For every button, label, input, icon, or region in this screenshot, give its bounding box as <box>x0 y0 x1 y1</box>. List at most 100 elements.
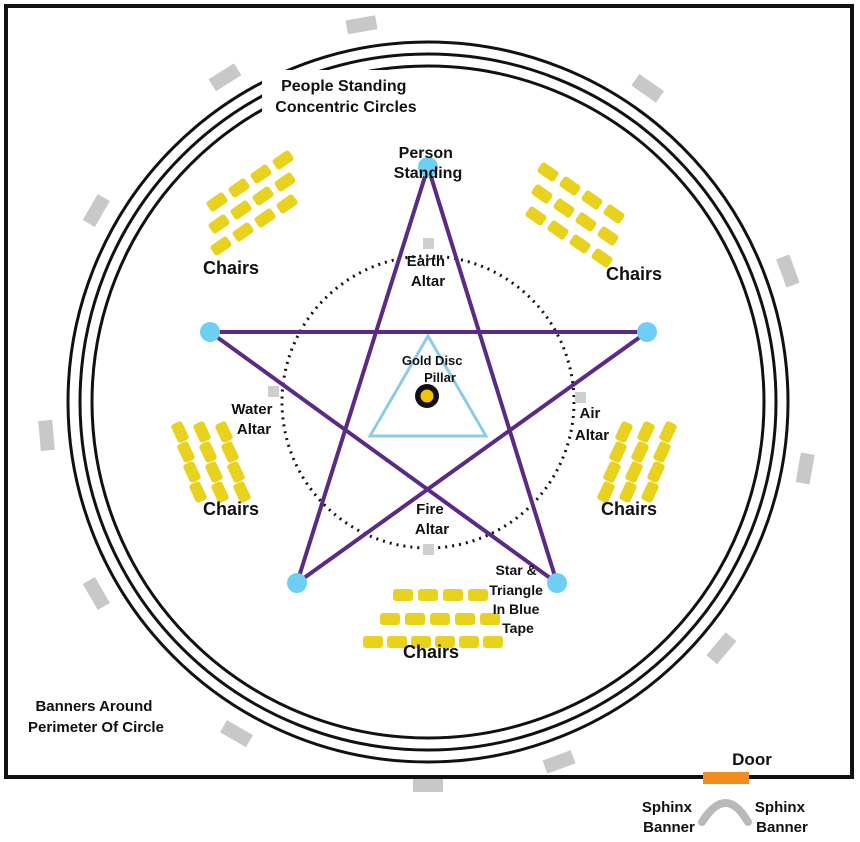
chair <box>230 200 252 220</box>
chair <box>619 481 637 503</box>
perimeter-banner <box>220 720 253 748</box>
perimeter-banner <box>413 778 443 792</box>
star-point-right <box>637 322 657 342</box>
perimeter-banner <box>345 15 378 35</box>
sphinx-banner-arch <box>698 799 752 826</box>
chair <box>232 222 254 242</box>
perimeter-banner <box>38 419 55 451</box>
perimeter-banner <box>542 750 576 774</box>
perimeter-banner <box>795 452 815 485</box>
chair <box>468 589 488 601</box>
chair <box>641 481 659 503</box>
chair <box>221 441 239 463</box>
chair <box>228 178 250 198</box>
chair <box>274 172 296 192</box>
chair <box>405 613 425 625</box>
star-point-top <box>418 157 438 177</box>
chair <box>435 636 455 648</box>
sphinx-banner-right-label: Sphinx Banner <box>755 799 809 836</box>
chair <box>171 421 189 443</box>
chair <box>483 636 503 648</box>
chairs-label-left: Chairs <box>203 499 259 519</box>
chair <box>575 212 597 232</box>
gold-disc-pillar-label: Gold Disc Pillar <box>402 353 466 385</box>
chair <box>659 421 677 443</box>
chair <box>215 421 233 443</box>
chair <box>211 481 229 503</box>
chair <box>183 461 201 483</box>
banners-label: Banners Around Perimeter Of Circle <box>28 698 164 736</box>
chair <box>380 613 400 625</box>
perimeter-banner <box>208 63 242 92</box>
chair <box>430 613 450 625</box>
chairs-label-bottom: Chairs <box>403 642 459 662</box>
perimeter-banner <box>82 194 110 227</box>
chair <box>597 226 619 246</box>
chair <box>525 206 547 226</box>
sphinx-banner-left-label: Sphinx Banner <box>642 799 696 836</box>
chair <box>559 176 581 196</box>
altar-dotted-circle <box>280 254 576 550</box>
chair <box>603 204 625 224</box>
chair <box>597 481 615 503</box>
chairs-label-top-left: Chairs <box>203 258 259 278</box>
chair <box>443 589 463 601</box>
label-backdrop <box>262 70 430 122</box>
earth-altar-marker <box>423 238 434 249</box>
people-standing-label: People Standing Concentric Circles <box>275 78 416 116</box>
middle-standing-circle <box>78 52 778 752</box>
chair <box>210 236 232 256</box>
gold-disc <box>420 389 434 403</box>
chair <box>625 461 643 483</box>
chairs-label-top-right: Chairs <box>606 264 662 284</box>
chair <box>206 192 228 212</box>
chairs-label-right: Chairs <box>601 499 657 519</box>
chair <box>363 636 383 648</box>
perimeter-banner <box>631 73 665 103</box>
person-standing-label: Person Standing <box>394 145 462 182</box>
fire-altar-label: Fire Altar <box>415 501 449 538</box>
chair <box>205 461 223 483</box>
door <box>703 772 749 784</box>
earth-altar-label: Earth Altar <box>407 253 450 290</box>
water-altar-marker <box>268 386 279 397</box>
chair <box>531 184 553 204</box>
chair <box>653 441 671 463</box>
room-frame <box>4 4 854 779</box>
chair <box>233 481 251 503</box>
chair <box>547 220 569 240</box>
chair <box>208 214 230 234</box>
star-point-bottom-left <box>287 573 307 593</box>
chair <box>252 186 274 206</box>
chair-groups <box>171 150 677 648</box>
chair <box>581 190 603 210</box>
perimeter-banner <box>706 632 737 665</box>
chair <box>603 461 621 483</box>
chair <box>637 421 655 443</box>
chair <box>254 208 276 228</box>
chair <box>631 441 649 463</box>
perimeter-banner <box>82 577 110 610</box>
star-triangle-label: Star & Triangle In Blue Tape <box>489 562 547 636</box>
chair <box>609 441 627 463</box>
air-altar-marker <box>575 392 586 403</box>
chair <box>276 194 298 214</box>
air-altar-label: Air Altar <box>575 405 609 444</box>
chair <box>418 589 438 601</box>
chair <box>387 636 407 648</box>
perimeter-banners <box>38 15 815 792</box>
chair <box>459 636 479 648</box>
chair <box>393 589 413 601</box>
chair <box>177 441 195 463</box>
chair <box>537 162 559 182</box>
water-altar-label: Water Altar <box>231 401 276 438</box>
chair <box>615 421 633 443</box>
perimeter-banner <box>776 254 800 288</box>
blue-tape-triangle <box>367 333 489 438</box>
chair <box>193 421 211 443</box>
chair <box>647 461 665 483</box>
star-point-left <box>200 322 220 342</box>
chair <box>569 234 591 254</box>
outer-standing-circle <box>66 40 790 764</box>
